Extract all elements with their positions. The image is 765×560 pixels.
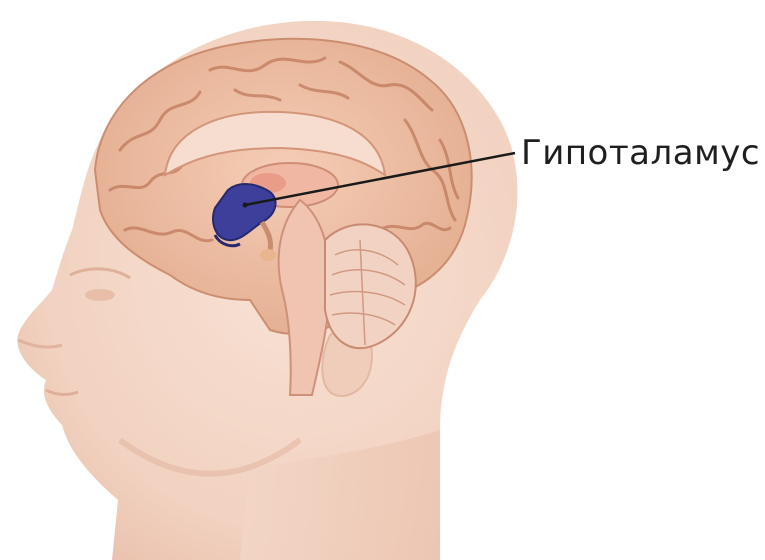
hypothalamus-label: Гипоталамус	[521, 136, 760, 170]
leader-line-pointer	[243, 203, 248, 208]
